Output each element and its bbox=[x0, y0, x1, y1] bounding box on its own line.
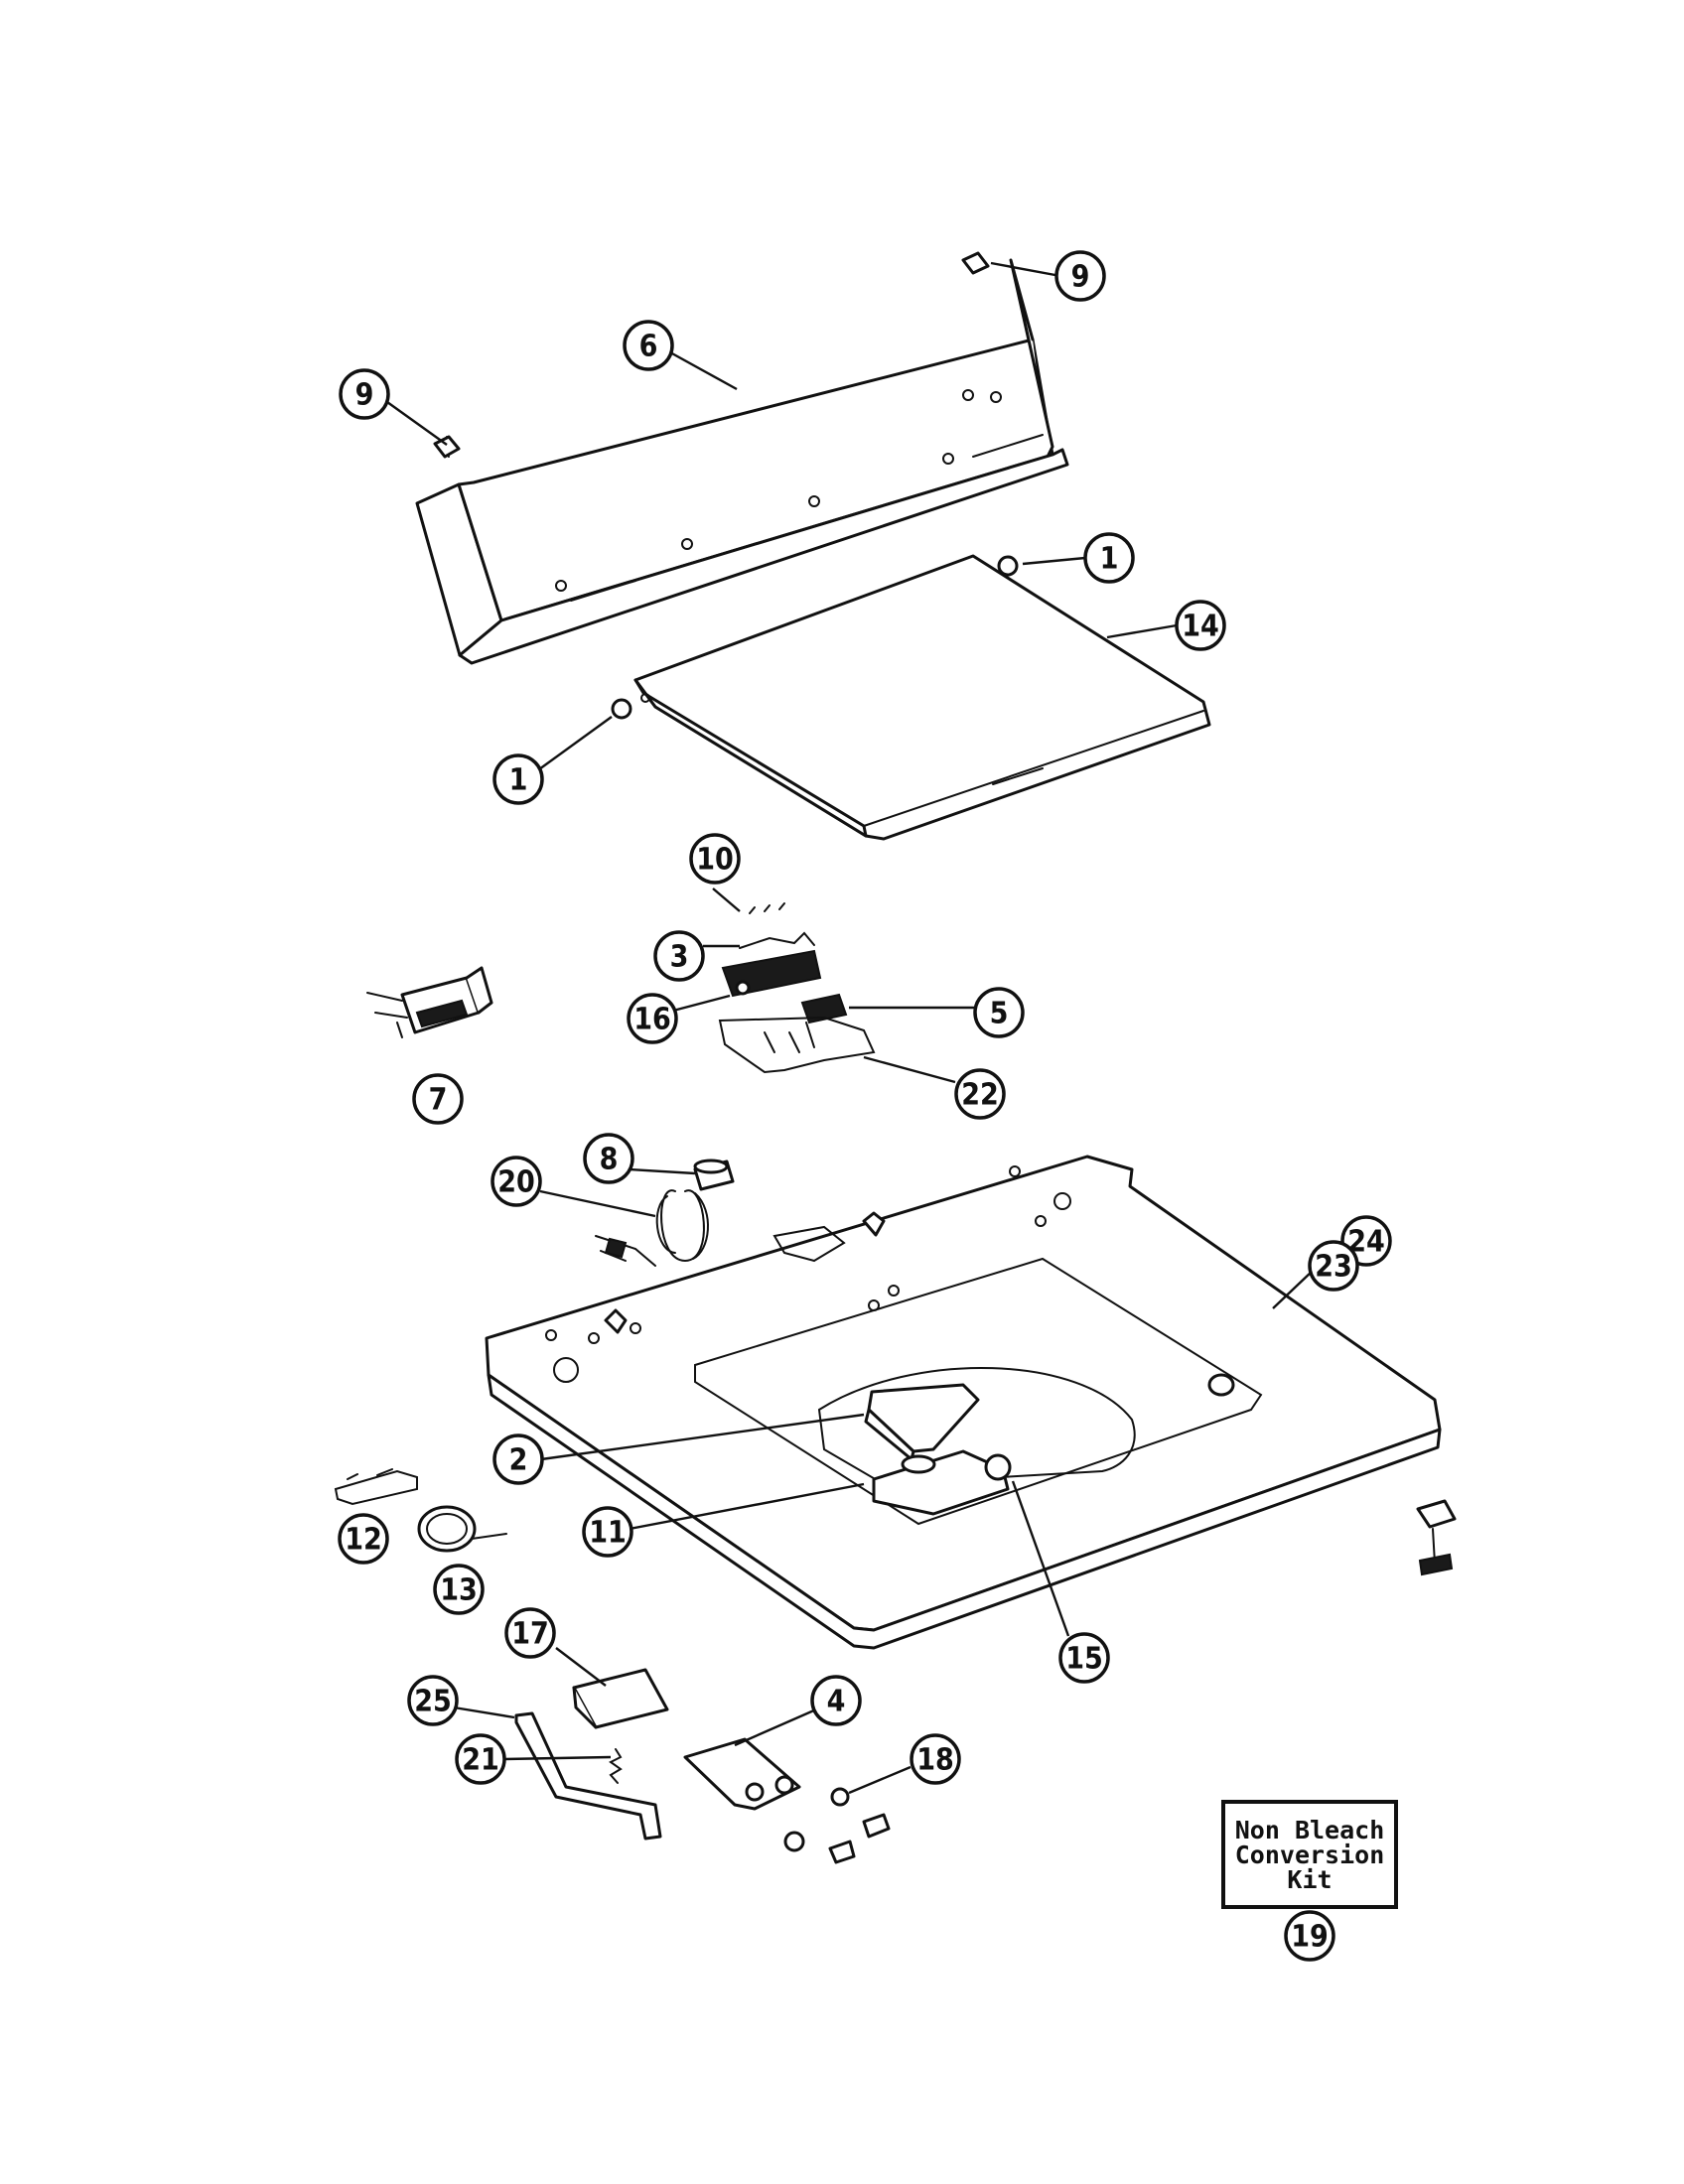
panel-clip-right bbox=[961, 251, 990, 275]
callout-label: 4 bbox=[827, 1685, 846, 1719]
callout-label: 9 bbox=[355, 378, 374, 413]
callout-label: 9 bbox=[1071, 260, 1090, 295]
lid-switch-assembly bbox=[718, 902, 876, 1074]
wire-clamp bbox=[334, 1468, 418, 1506]
callout-10: 10 bbox=[689, 833, 741, 885]
callout-label: 5 bbox=[990, 997, 1009, 1031]
kit-label-line-1: Non Bleach bbox=[1234, 1815, 1385, 1844]
callout-9: 9 bbox=[1054, 250, 1106, 302]
callout-label: 8 bbox=[600, 1143, 619, 1177]
callout-5: 5 bbox=[973, 987, 1025, 1038]
callout-13: 13 bbox=[433, 1564, 485, 1615]
callout-label: 17 bbox=[511, 1617, 549, 1652]
callout-21: 21 bbox=[455, 1733, 506, 1785]
callout-label: 18 bbox=[916, 1743, 954, 1778]
callout-16: 16 bbox=[627, 993, 678, 1044]
callout-12: 12 bbox=[338, 1513, 389, 1565]
kit-label-line-3: Kit bbox=[1287, 1864, 1333, 1894]
callout-label: 19 bbox=[1291, 1920, 1329, 1955]
grommet bbox=[693, 1159, 735, 1191]
callout-label: 15 bbox=[1065, 1642, 1103, 1677]
callout-19: 19 bbox=[1284, 1910, 1335, 1962]
callout-label: 25 bbox=[414, 1685, 452, 1719]
callout-label: 16 bbox=[633, 1003, 671, 1037]
callout-label: 14 bbox=[1182, 610, 1219, 644]
kit-label-line-2: Conversion bbox=[1234, 1840, 1385, 1869]
callout-25: 25 bbox=[407, 1675, 459, 1726]
bleach-dispenser bbox=[864, 1383, 1012, 1516]
callout-label: 12 bbox=[345, 1523, 382, 1558]
callout-15: 15 bbox=[1058, 1632, 1110, 1684]
non-bleach-conversion-kit-label: Non Bleach Conversion Kit bbox=[1221, 1800, 1398, 1909]
hinge-rod bbox=[514, 1711, 662, 1841]
callout-11: 11 bbox=[582, 1506, 633, 1558]
callout-20: 20 bbox=[491, 1156, 542, 1207]
callout-9: 9 bbox=[339, 368, 390, 420]
callout-label: 10 bbox=[696, 843, 734, 878]
washer-lid bbox=[611, 554, 1211, 841]
callout-2: 2 bbox=[492, 1433, 544, 1485]
hinge-screws bbox=[828, 1787, 891, 1864]
callout-label: 1 bbox=[1100, 542, 1119, 577]
lid-hinge bbox=[683, 1737, 805, 1852]
callouts: 9 6 9 1 14 1 10 3 16 5 22 7 8 20 2 4 23 2… bbox=[338, 250, 1392, 1962]
callout-label: 2 bbox=[509, 1443, 528, 1478]
corner-clip-screw bbox=[1416, 1499, 1457, 1576]
callout-3: 3 bbox=[653, 930, 705, 982]
callout-label: 6 bbox=[639, 330, 658, 364]
callout-7: 7 bbox=[412, 1073, 464, 1125]
callout-label: 1 bbox=[509, 763, 528, 798]
callout-6: 6 bbox=[623, 320, 674, 371]
callout-1: 1 bbox=[1083, 532, 1135, 584]
callout-4: 4 bbox=[810, 1675, 862, 1726]
lint-filter-coil bbox=[417, 1505, 507, 1553]
callout-label: 3 bbox=[670, 940, 689, 975]
callout-17: 17 bbox=[504, 1607, 556, 1659]
callout-14: 14 bbox=[1175, 600, 1226, 651]
callout-label: 20 bbox=[497, 1165, 535, 1200]
callout-label: 23 bbox=[1315, 1250, 1352, 1285]
callout-18: 18 bbox=[910, 1733, 961, 1785]
leader-lines bbox=[386, 261, 1314, 1795]
hinge-spring bbox=[609, 1748, 623, 1784]
callout-label: 21 bbox=[462, 1743, 499, 1778]
callout-23: 23 bbox=[1308, 1240, 1359, 1292]
callout-label: 13 bbox=[440, 1573, 478, 1608]
control-panel-backsplash bbox=[415, 258, 1069, 665]
callout-label: 22 bbox=[961, 1078, 999, 1113]
callout-8: 8 bbox=[583, 1133, 634, 1184]
wire-harness bbox=[595, 1189, 709, 1267]
callout-label: 11 bbox=[589, 1516, 627, 1551]
callout-22: 22 bbox=[954, 1068, 1006, 1120]
lid-hinge-bracket bbox=[572, 1668, 669, 1729]
power-plug bbox=[366, 966, 493, 1038]
callout-1: 1 bbox=[492, 753, 544, 805]
callout-label: 7 bbox=[429, 1083, 448, 1118]
